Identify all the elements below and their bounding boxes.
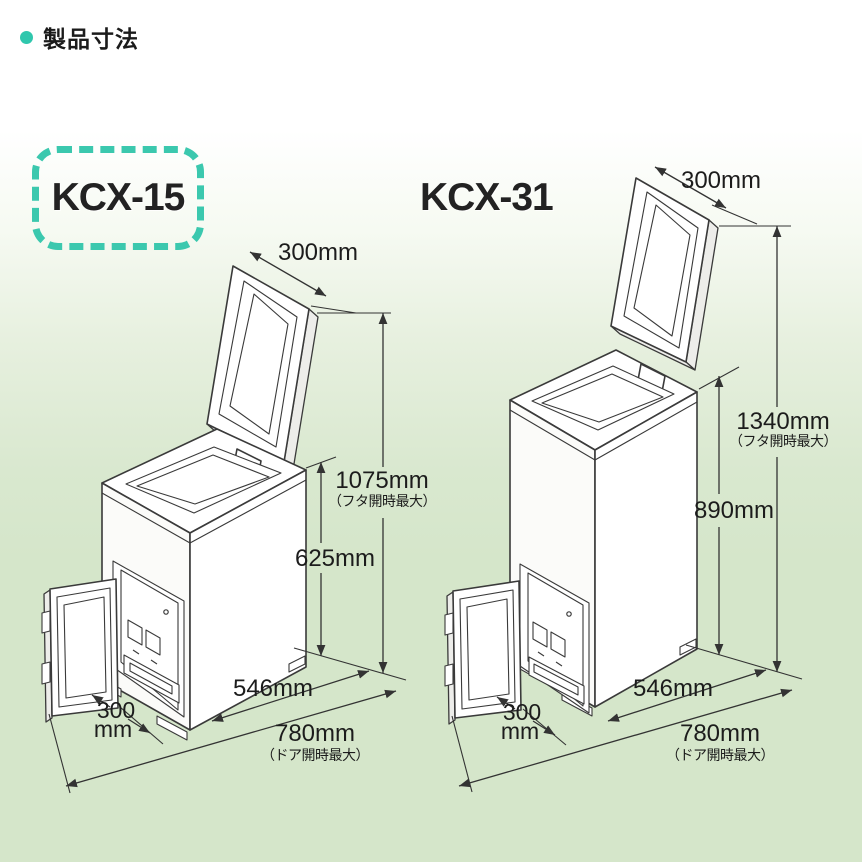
screw-dot xyxy=(163,609,169,615)
kcx15-drawing xyxy=(41,251,407,794)
kcx15-depth-label: 546mm xyxy=(232,675,314,702)
kcx15-dimension-lines xyxy=(48,251,407,794)
kcx31-lid-open xyxy=(610,177,719,371)
kcx15-highlight-box: KCX-15 xyxy=(32,146,204,250)
kcx15-door-width-label: 300 xyxy=(96,697,136,723)
kcx31-dimension-lines xyxy=(451,166,803,793)
screw-dot xyxy=(566,611,572,617)
kcx31-open-height-label: 1340mm xyxy=(736,408,830,435)
door-hinge xyxy=(41,661,51,685)
kcx15-open-height-label: 1075mm xyxy=(335,467,429,494)
dim-total-depth xyxy=(458,688,793,788)
kcx15-total-depth-label: 780mm xyxy=(274,720,356,747)
kcx31-drawing xyxy=(444,166,803,793)
kcx15-body-height-label: 625mm xyxy=(294,545,376,572)
dim-lid-width xyxy=(249,251,327,297)
panel-button xyxy=(127,619,143,646)
kcx31-body-height-label: 890mm xyxy=(693,497,775,524)
panel-button xyxy=(550,631,566,658)
kcx15-door-open xyxy=(41,578,119,723)
door-hinge xyxy=(41,610,51,634)
kcx15-total-depth-note: （ドア開時最大） xyxy=(261,747,370,763)
dim-lid-width xyxy=(654,166,727,209)
kcx15-lid-width-label: 300mm xyxy=(277,239,359,266)
dim-door-width xyxy=(496,696,516,710)
panel-button xyxy=(145,629,161,656)
section-header: 製品寸法 xyxy=(20,20,139,54)
kcx31-lid-width-label: 300mm xyxy=(680,167,762,194)
dim-total-depth xyxy=(65,689,397,788)
section-bullet-icon xyxy=(20,30,33,44)
kcx15-door-width-unit: mm xyxy=(93,716,133,742)
kcx15-open-height-note: （フタ開時最大） xyxy=(328,493,437,509)
door-hinge xyxy=(444,612,454,636)
kcx15-control-panel xyxy=(112,560,185,718)
body-right-face xyxy=(189,469,307,731)
kcx31-depth-label: 546mm xyxy=(632,675,714,702)
kcx31-total-depth-note: （ドア開時最大） xyxy=(666,747,775,763)
door-hinge xyxy=(444,663,454,687)
kcx31-door-width-label: 300 xyxy=(502,699,542,725)
panel-button xyxy=(532,621,548,648)
kcx31-door-width-unit: mm xyxy=(500,718,540,744)
kcx31-total-depth-label: 780mm xyxy=(679,720,761,747)
body-right-face xyxy=(594,391,698,708)
kcx31-open-height-note: （フタ開時最大） xyxy=(729,433,838,449)
page-title: 製品寸法 xyxy=(43,26,139,52)
kcx31-control-panel xyxy=(519,563,590,714)
kcx15-model-name: KCX-15 xyxy=(51,176,186,219)
dim-door-width xyxy=(91,694,111,708)
kcx31-model-name: KCX-31 xyxy=(420,176,554,219)
